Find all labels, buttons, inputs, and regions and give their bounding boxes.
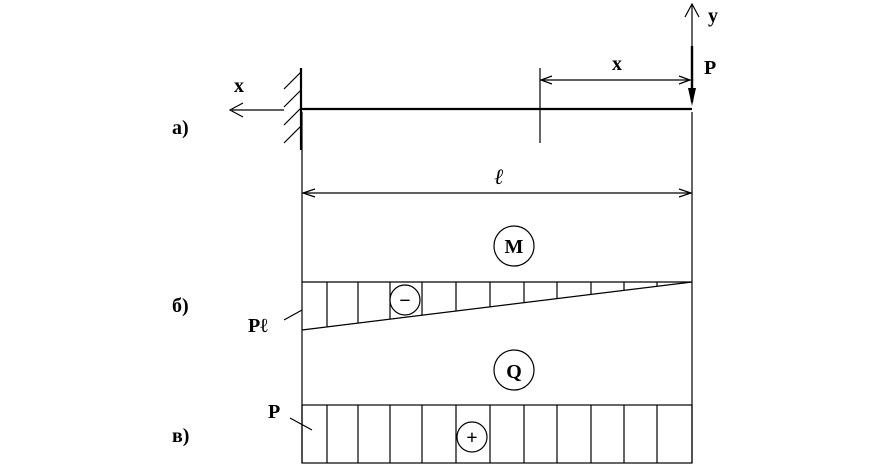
label-a: а) bbox=[172, 117, 189, 139]
plus-sign-circle bbox=[456, 421, 488, 453]
force-label: P bbox=[704, 57, 716, 79]
shear-hatching bbox=[326, 405, 658, 463]
shear-title: Q bbox=[493, 349, 535, 391]
moment-value-leader bbox=[283, 309, 303, 321]
shear-symbol: Q bbox=[506, 361, 522, 383]
plus-sign: + bbox=[466, 427, 477, 449]
label-b: б) bbox=[172, 295, 189, 317]
moment-hatching bbox=[326, 282, 658, 330]
x-dimension bbox=[539, 68, 692, 143]
minus-sign-circle bbox=[389, 284, 421, 316]
wall-support bbox=[283, 68, 303, 150]
y-axis-label: y bbox=[708, 5, 718, 27]
moment-value-label: Pℓ bbox=[248, 315, 268, 337]
minus-sign: − bbox=[399, 290, 410, 312]
length-label: ℓ bbox=[494, 164, 504, 189]
shear-value-label: P bbox=[268, 401, 280, 423]
moment-diagram: − bbox=[301, 281, 693, 331]
force-arrow bbox=[688, 46, 696, 106]
moment-title: M bbox=[493, 225, 535, 267]
shear-value-leader bbox=[289, 417, 313, 431]
x-axis-label: x bbox=[234, 75, 244, 97]
moment-symbol: M bbox=[505, 236, 524, 258]
label-v: в) bbox=[172, 425, 189, 447]
shear-diagram: + bbox=[301, 404, 693, 464]
x-dimension-label: x bbox=[612, 53, 622, 75]
x-axis-arrow bbox=[228, 102, 284, 118]
